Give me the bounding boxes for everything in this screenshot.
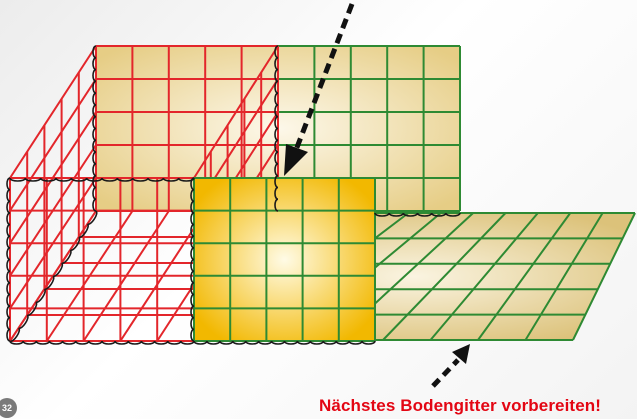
spiral-diagonal-edge <box>9 210 98 342</box>
red-left-side-line-b <box>9 177 97 309</box>
spiral-front-left-edge <box>6 177 11 342</box>
arrow-up-to-floor-grid-icon <box>431 344 470 388</box>
front-yellow-panel <box>193 177 376 342</box>
floor-grid-line-a <box>524 212 604 341</box>
red-left-side-line-b <box>9 78 97 212</box>
spiral-back-left-edge <box>92 45 97 212</box>
spiral-bottom-left-edge <box>9 340 195 345</box>
page-number-badge: 32 <box>0 398 17 418</box>
arrow-down-to-front-panel-icon <box>284 3 355 176</box>
spiral-top-left-edge <box>9 177 195 182</box>
red-floor-line-b <box>45 210 134 342</box>
red-left-side-line-b <box>9 111 97 244</box>
floor-grid-line-a <box>477 212 572 341</box>
red-left-side-line-b <box>9 144 97 277</box>
spiral-connectors <box>6 45 461 345</box>
red-floor-line-b <box>82 210 170 342</box>
caption-text: Nächstes Bodengitter vorbereiten! <box>319 396 601 415</box>
floor-grid-line-a <box>382 212 507 341</box>
red-middle-side-line-b <box>193 45 279 179</box>
spiral-floor-join-edge <box>374 212 461 217</box>
spiral-front-middle-edge <box>190 177 195 342</box>
floor-grid-line-a <box>429 212 539 341</box>
red-left-side-line-b <box>9 45 97 179</box>
floor-grid-line-a <box>572 212 636 341</box>
spiral-bottom-front-edge <box>193 340 376 345</box>
spiral-back-middle-edge <box>274 45 279 212</box>
